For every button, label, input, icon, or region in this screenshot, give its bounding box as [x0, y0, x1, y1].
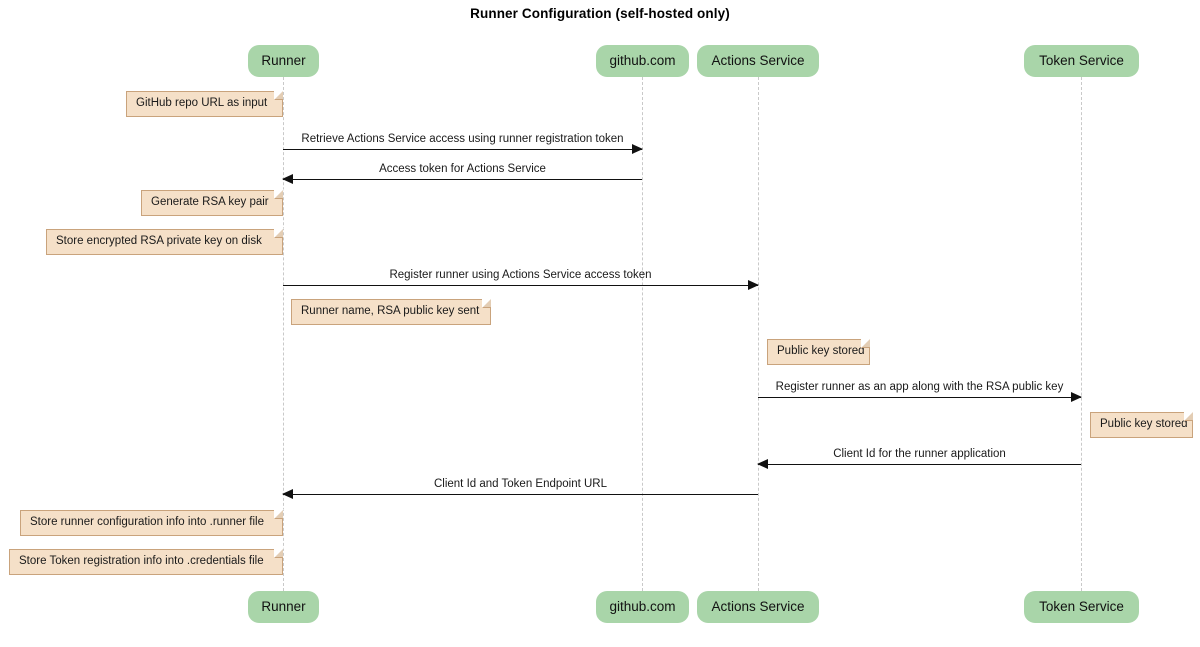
note-fold-corner-icon — [274, 509, 284, 519]
note-text: Store Token registration info into .cred… — [19, 555, 264, 568]
lifeline-actions — [758, 77, 759, 591]
note-3: Store encrypted RSA private key on disk — [46, 228, 284, 255]
arrowhead-icon — [757, 459, 768, 469]
participant-github-bottom[interactable]: github.com — [596, 591, 689, 623]
arrowhead-icon — [282, 489, 293, 499]
message-label: Retrieve Actions Service access using ru… — [301, 133, 624, 145]
note-fold-corner-icon — [274, 548, 284, 558]
participant-runner-top[interactable]: Runner — [248, 45, 319, 77]
message-line — [758, 464, 1081, 465]
arrowhead-icon — [282, 174, 293, 184]
message-line — [283, 494, 758, 495]
note-text: Generate RSA key pair — [151, 196, 269, 209]
arrowhead-icon — [632, 144, 643, 154]
note-8: Store Token registration info into .cred… — [9, 548, 284, 575]
participant-github-top[interactable]: github.com — [596, 45, 689, 77]
note-text: Public key stored — [777, 345, 865, 358]
note-text: Store runner configuration info into .ru… — [30, 516, 264, 529]
page-title: Runner Configuration (self-hosted only) — [470, 6, 730, 21]
note-fold-corner-icon — [482, 298, 492, 308]
note-fold-corner-icon — [1184, 411, 1194, 421]
note-4: Runner name, RSA public key sent — [291, 298, 492, 325]
lifeline-runner — [283, 77, 284, 591]
note-7: Store runner configuration info into .ru… — [20, 509, 284, 536]
arrowhead-icon — [1071, 392, 1082, 402]
lifeline-github — [642, 77, 643, 591]
arrowhead-icon — [748, 280, 759, 290]
message-line — [283, 285, 758, 286]
note-5: Public key stored — [767, 338, 871, 365]
note-text: Store encrypted RSA private key on disk — [56, 235, 262, 248]
note-2: Generate RSA key pair — [141, 189, 284, 216]
message-line — [283, 149, 642, 150]
note-fold-corner-icon — [274, 189, 284, 199]
note-text: GitHub repo URL as input — [136, 97, 268, 110]
message-line — [758, 397, 1081, 398]
participant-token-bottom[interactable]: Token Service — [1024, 591, 1139, 623]
note-fold-corner-icon — [274, 228, 284, 238]
note-6: Public key stored — [1090, 411, 1194, 438]
message-label: Client Id and Token Endpoint URL — [433, 478, 608, 490]
participant-actions-bottom[interactable]: Actions Service — [697, 591, 819, 623]
note-text: Public key stored — [1100, 418, 1188, 431]
participant-token-top[interactable]: Token Service — [1024, 45, 1139, 77]
participant-actions-top[interactable]: Actions Service — [697, 45, 819, 77]
message-label: Client Id for the runner application — [833, 448, 1006, 460]
message-line — [283, 179, 642, 180]
note-fold-corner-icon — [861, 338, 871, 348]
note-1: GitHub repo URL as input — [126, 90, 284, 117]
note-fold-corner-icon — [274, 90, 284, 100]
note-text: Runner name, RSA public key sent — [301, 305, 480, 318]
lifeline-token — [1081, 77, 1082, 591]
message-label: Register runner as an app along with the… — [775, 381, 1064, 393]
message-label: Access token for Actions Service — [379, 163, 546, 175]
message-label: Register runner using Actions Service ac… — [389, 269, 652, 281]
participant-runner-bottom[interactable]: Runner — [248, 591, 319, 623]
